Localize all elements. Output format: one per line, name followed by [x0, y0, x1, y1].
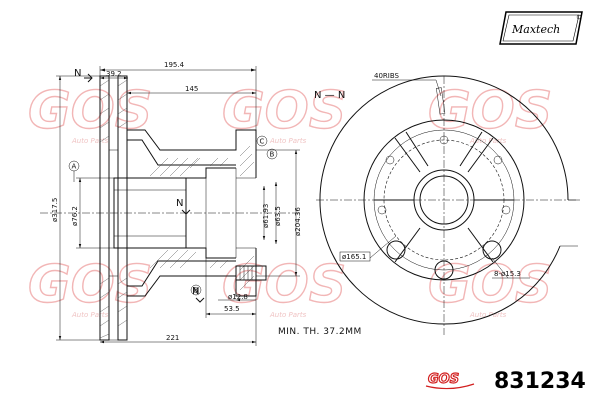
part-number: 831234	[494, 369, 586, 394]
dim-dia-pilot-b: ø63.5	[274, 206, 282, 226]
min-thickness-note: MIN. TH. 37.2MM	[278, 327, 362, 337]
watermark-3: GOS	[428, 81, 552, 141]
dim-dia-outer: ø317.5	[51, 198, 59, 222]
dim-hub-depth: 53.5	[224, 305, 240, 313]
watermark-sub-6: Auto Parts	[469, 311, 507, 319]
front-view: 40RIBS ø165.1 8-ø15.3 N — N MIN. TH. 37.…	[278, 72, 580, 337]
dim-holes: 8-ø15.3	[494, 270, 521, 278]
section-label-left: N	[74, 68, 81, 79]
maxtech-logo-icon: Maxtech	[499, 11, 583, 45]
maxtech-logo-text: Maxtech	[511, 23, 560, 36]
callout-b: B	[194, 287, 199, 295]
dim-bolt-hole: ø12.8	[228, 293, 248, 301]
dim-width-inner: 145	[185, 85, 198, 93]
dim-pcd: ø165.1	[342, 253, 366, 261]
watermark-icon: GOS GOS GOS GOS GOS GOS Auto Parts Auto …	[27, 80, 553, 319]
side-section-view: 195.4 39.2 145 221 53.5 ø12.8 ø317.	[40, 61, 302, 346]
watermark-5: GOS	[222, 255, 346, 315]
gos-logo-text: GOS	[428, 372, 459, 387]
section-view-title: N — N	[314, 90, 345, 101]
watermark-sub-3: Auto Parts	[469, 137, 507, 145]
section-label-mid: N	[176, 198, 183, 209]
gos-logo-icon: GOS	[425, 371, 475, 390]
watermark-4: GOS	[28, 255, 152, 315]
watermark-sub-1: Auto Parts	[71, 137, 109, 145]
dim-ribs: 40RIBS	[374, 72, 400, 80]
watermark-2: GOS	[222, 81, 346, 141]
dim-offset-bottom: 221	[166, 334, 179, 342]
callout-a: A	[72, 163, 77, 171]
dim-dia-center: ø76.2	[71, 206, 79, 226]
dim-dia-pilot: ø61.93	[262, 204, 270, 228]
watermark-sub-2: Auto Parts	[269, 137, 307, 145]
section-label-bottom: N	[192, 286, 199, 297]
callout-b-2: B	[270, 151, 275, 159]
watermark-sub-4: Auto Parts	[71, 311, 109, 319]
callout-c: C	[260, 138, 265, 146]
watermark-6: GOS	[428, 255, 552, 315]
dim-dia-hat: ø204.36	[294, 207, 302, 236]
dim-width-hat: 39.2	[106, 70, 122, 78]
watermark-sub-5: Auto Parts	[269, 311, 307, 319]
dim-width-total: 195.4	[164, 61, 185, 69]
watermark-1: GOS	[28, 81, 152, 141]
